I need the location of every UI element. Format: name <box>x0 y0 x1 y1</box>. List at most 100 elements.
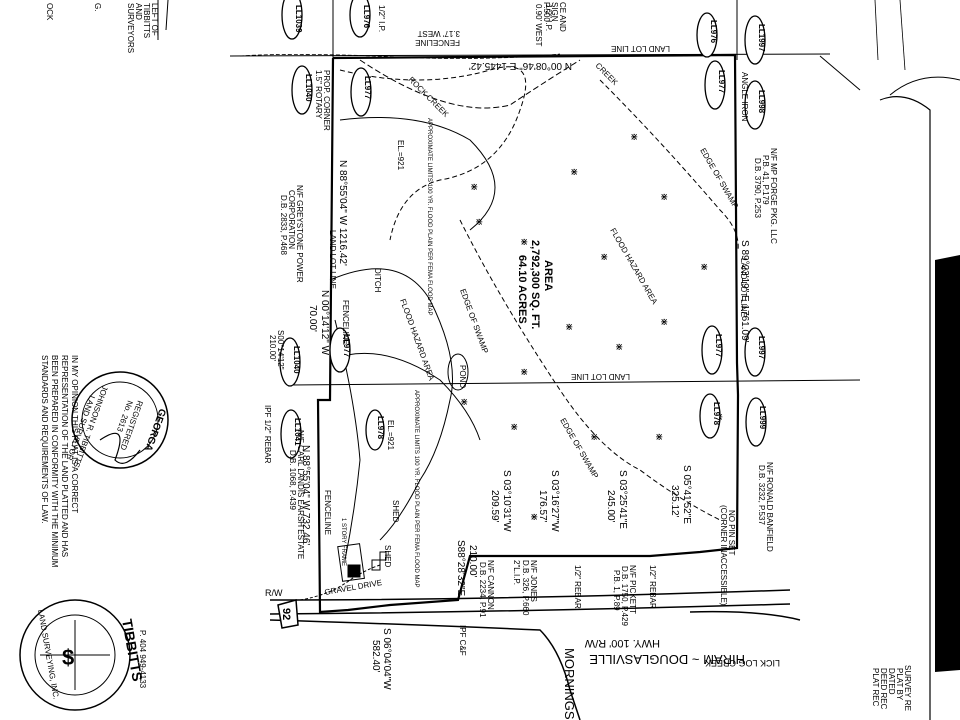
owner-greystone-3: D.B. 2833, P.468 <box>279 195 288 255</box>
tm-corner-2: SIGN <box>550 2 559 22</box>
property-boundary <box>316 53 740 614</box>
seg-2-bearing: S 03°25'41"E <box>617 470 628 529</box>
owner-banfield-2: D.B. 3232, P.537 <box>757 465 766 525</box>
iron-note-1: 1/2" I.P. <box>377 5 386 32</box>
road-name: HIRAM ~ DOUGLASVILLE <box>589 652 745 667</box>
svg-text:⋇: ⋇ <box>520 367 528 378</box>
road-rw: R/W <box>265 588 283 598</box>
road-hwy: HWY. 100' R/W <box>584 637 660 649</box>
edge-swamp-1: EDGE OF SWAMP <box>698 147 740 211</box>
svg-text:⋇: ⋇ <box>600 252 608 263</box>
owner-pickett-1: N/F PICKETT <box>628 565 637 614</box>
creek-lick-log: LICK LOG CREEK <box>705 658 780 668</box>
pin-rebar-2: 1/2" REBAR <box>573 565 582 609</box>
pin-inaccessible: (CORNER INACCESSIBLE) <box>719 505 728 606</box>
road-morning: MORNINGS <box>562 648 577 720</box>
seg-2-dist: 245.00' <box>605 490 616 523</box>
owner-jones-2: D.B. 326, P.660 <box>521 560 530 616</box>
ditch: DITCH <box>373 268 382 293</box>
angle-iron: ANGLE IRON <box>740 72 749 122</box>
ll-label-r978: LL978 <box>712 402 721 426</box>
tm-corner-3: P.500 <box>542 2 551 22</box>
owner-greystone-2: CORPORATION <box>287 190 296 249</box>
flood-code-1: EL.=921 <box>396 140 405 171</box>
ll-label-r997b: LL997 <box>757 336 766 360</box>
land-lot-lines <box>229 0 861 386</box>
left-fenceline-2: FENCELINE <box>323 490 332 535</box>
tl-corner-3: AND <box>134 3 143 20</box>
seg-5-dist: 210.00' <box>467 545 478 578</box>
left-fenceline-1: FENCELINE <box>341 300 350 345</box>
svg-text:⋇: ⋇ <box>655 432 663 443</box>
right-bearing: S 89°23'19" E 1761.09' <box>739 240 750 343</box>
company-seal: TIBBITTS LAND SURVEYING, INC. P. 404 949… <box>19 599 147 711</box>
owner-cannon-1: N/F CANNON <box>486 560 495 610</box>
svg-text:⋇: ⋇ <box>510 422 518 433</box>
br-corner-4: DEED REC <box>879 668 888 710</box>
left-bearing-2: N 00°14'12" W <box>319 290 330 356</box>
top-fenceline: FENCELINE <box>415 38 460 47</box>
svg-text:⋇: ⋇ <box>565 322 573 333</box>
sheet-borders <box>157 0 960 720</box>
seal-state: GEORGA <box>142 407 168 453</box>
edge-swamp-3: EDGE OF SWAMP <box>558 417 600 481</box>
land-lot-line-top: LAND LOT LINE <box>611 44 670 53</box>
svg-text:⋇: ⋇ <box>470 182 478 193</box>
highway-92 <box>269 589 801 720</box>
ll-label-r977b: LL977 <box>714 334 723 358</box>
svg-text:⋇: ⋇ <box>590 432 598 443</box>
route-92-shield: 92 <box>277 599 299 629</box>
company-phone: P. 404 949-4133 <box>138 630 147 689</box>
iron-note-2: 1/2" I.P. <box>544 4 553 31</box>
area-acres: 64.10 ACRES <box>516 255 528 324</box>
area-sqft: 2,792,300 SQ. FT. <box>529 240 541 329</box>
ll-label-976: LL976 <box>362 5 371 29</box>
ll-label-1041: LL1041 <box>293 418 302 446</box>
area-title: AREA <box>542 260 554 291</box>
owner-earsh-1: N/F CARL LANDIS EARSH ESTATE <box>296 430 305 559</box>
owner-pickett-2: D.B. 1750, P.429 <box>620 566 629 626</box>
svg-text:⋇: ⋇ <box>700 262 708 273</box>
ll-label-r976: LL976 <box>709 20 718 44</box>
creek: CREEK <box>594 61 620 87</box>
ll-label-r977: LL977 <box>717 70 726 94</box>
svg-text:⋇: ⋇ <box>630 132 638 143</box>
ll-label-r998: LL998 <box>757 90 766 114</box>
edge-swamp-2: EDGE OF SWAMP <box>458 288 490 355</box>
br-corner-1: SURVEY RE <box>903 665 912 711</box>
left-bearing-1: N 88°55'04" W 1216.42' <box>337 160 348 266</box>
ll-label-977b: LL977 <box>342 334 351 358</box>
tl-corner-6: OCK <box>45 3 54 21</box>
structures <box>299 543 387 601</box>
owner-banfield-1: N/F RONALD BANFIELD <box>765 462 774 552</box>
seg-5-bearing: S88°28'32"E <box>455 540 466 596</box>
ll-label-1040b: LL1040 <box>292 346 301 374</box>
tl-corner-1: LEFT OF <box>150 3 159 36</box>
owner-jones-1: N/F JONES <box>529 560 538 602</box>
fence-line <box>239 53 561 59</box>
corner-note: PROP. CORNER <box>322 70 331 131</box>
left-dist-2: 70.00' <box>307 305 318 332</box>
owner-cannon-2: D.B. 2234, P.91 <box>478 562 487 618</box>
gravel-drive: GRAVEL DRIVE <box>324 578 383 597</box>
surveyor-seal: GEORGA REGISTERED No. 2613 JOHNSON R. TI… <box>65 371 169 469</box>
seg-4-dist: 209.59' <box>489 490 500 523</box>
svg-text:⋇: ⋇ <box>615 342 623 353</box>
owner-earsh-2: D.B. 1068, P.439 <box>288 450 297 510</box>
land-lot-markers <box>279 0 767 459</box>
ll-line-right: LAND LOT LINE <box>739 258 748 317</box>
certification: IN MY OPINION THIS PLAT IS A CORRECT REP… <box>40 355 79 568</box>
dollar-sign-icon: $ <box>62 645 74 670</box>
left-misc-rebar: IPF 1/2" REBAR <box>263 405 272 464</box>
corner-note-2: 1.5" ROTARY <box>314 70 323 119</box>
tm-corner-1: CE AND <box>558 2 567 32</box>
cert-line-4: STANDARDS AND REQUIREMENTS OF LAW. <box>40 355 49 523</box>
cert-line-2: REPRESENTATION OF THE LAND PLATTED AND H… <box>60 355 69 557</box>
cert-line-3: BEEN PREPARED IN CONFORMITY WITH THE MIN… <box>50 355 59 568</box>
ll-label-1039: LL1039 <box>294 5 303 33</box>
ll-label-r999: LL999 <box>758 406 767 430</box>
shed-2: SHED <box>383 545 392 567</box>
land-lot-line-mid: LAND LOT LINE <box>571 372 630 381</box>
seg-6-dist: 582.40' <box>370 640 381 673</box>
left-bearing-3: N 88°55'04" W 732.46' <box>300 445 311 545</box>
